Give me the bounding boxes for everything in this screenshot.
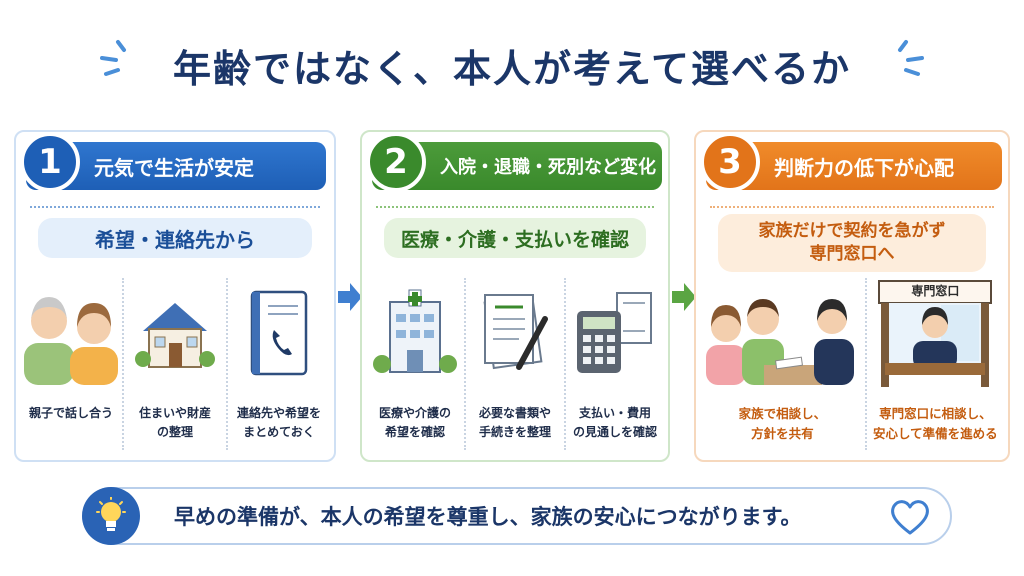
stage-header: 2 入院・退職・死別など変化: [366, 132, 662, 192]
divider: [710, 206, 994, 208]
stage-subheading: 家族だけで契約を急がず 専門窓口へ: [718, 214, 986, 272]
stage-heading: 元気で生活が安定: [94, 155, 254, 180]
item: 専門窓口 専門窓口に相談し、 安心して準備を進める: [864, 278, 1004, 450]
item: 医療や介護の 希望を確認: [366, 278, 464, 450]
service-window-icon: [878, 280, 993, 387]
stage-header: 3 判断力の低下が心配: [700, 132, 1002, 192]
notebook-phone-icon: [250, 290, 308, 376]
hospital-icon: [373, 289, 457, 373]
heart-icon: [891, 500, 929, 535]
stage-header: 1 元気で生活が安定: [20, 132, 326, 192]
item: 家族で相談し、 方針を共有: [700, 278, 865, 450]
footer-message: 早めの準備が、本人の希望を尊重し、家族の安心につながります。: [82, 487, 952, 545]
sparkle-icon: [100, 40, 126, 76]
lightbulb-icon: [96, 497, 126, 531]
documents-pen-icon: [483, 294, 548, 370]
stage-subheading: 希望・連絡先から: [38, 218, 312, 258]
stage-number: 2: [366, 132, 426, 192]
stage-panel-1: 1 元気で生活が安定 希望・連絡先から 親子で話し合う: [14, 130, 336, 462]
calculator-receipt-icon: [577, 292, 652, 373]
item: 住まいや財産 の整理: [122, 278, 226, 450]
house-icon: [135, 303, 215, 368]
stage-subheading: 医療・介護・支払いを確認: [384, 218, 646, 258]
stage-heading: 判断力の低下が心配: [774, 155, 954, 180]
arrow-right-icon: [672, 283, 696, 311]
stage-heading: 入院・退職・死別など変化: [440, 157, 656, 178]
item: 支払い・費用 の見通しを確認: [564, 278, 664, 450]
item: 親子で話し合う: [20, 278, 122, 450]
family-consultation-icon: [706, 299, 855, 385]
lightbulb-badge: [82, 487, 140, 545]
item: 必要な書類や 手続きを整理: [464, 278, 564, 450]
window-sign-label: 専門窓口: [911, 284, 960, 298]
stage-panel-3: 3 判断力の低下が心配 家族だけで契約を急がず 専門窓口へ: [694, 130, 1010, 462]
arrow-right-icon: [338, 283, 362, 311]
sparkle-icon: [898, 40, 924, 76]
stage-panel-2: 2 入院・退職・死別など変化 医療・介護・支払いを確認 医療: [360, 130, 670, 462]
stage-number: 1: [20, 132, 80, 192]
stage-number: 3: [700, 132, 760, 192]
divider: [376, 206, 654, 208]
page-title: 年齢ではなく、本人が考えて選べるか: [172, 47, 852, 91]
elderly-couple-icon: [24, 297, 118, 385]
footer-text: 早めの準備が、本人の希望を尊重し、家族の安心につながります。: [174, 505, 802, 529]
item: 連絡先や希望を まとめておく: [226, 278, 330, 450]
divider: [30, 206, 320, 208]
